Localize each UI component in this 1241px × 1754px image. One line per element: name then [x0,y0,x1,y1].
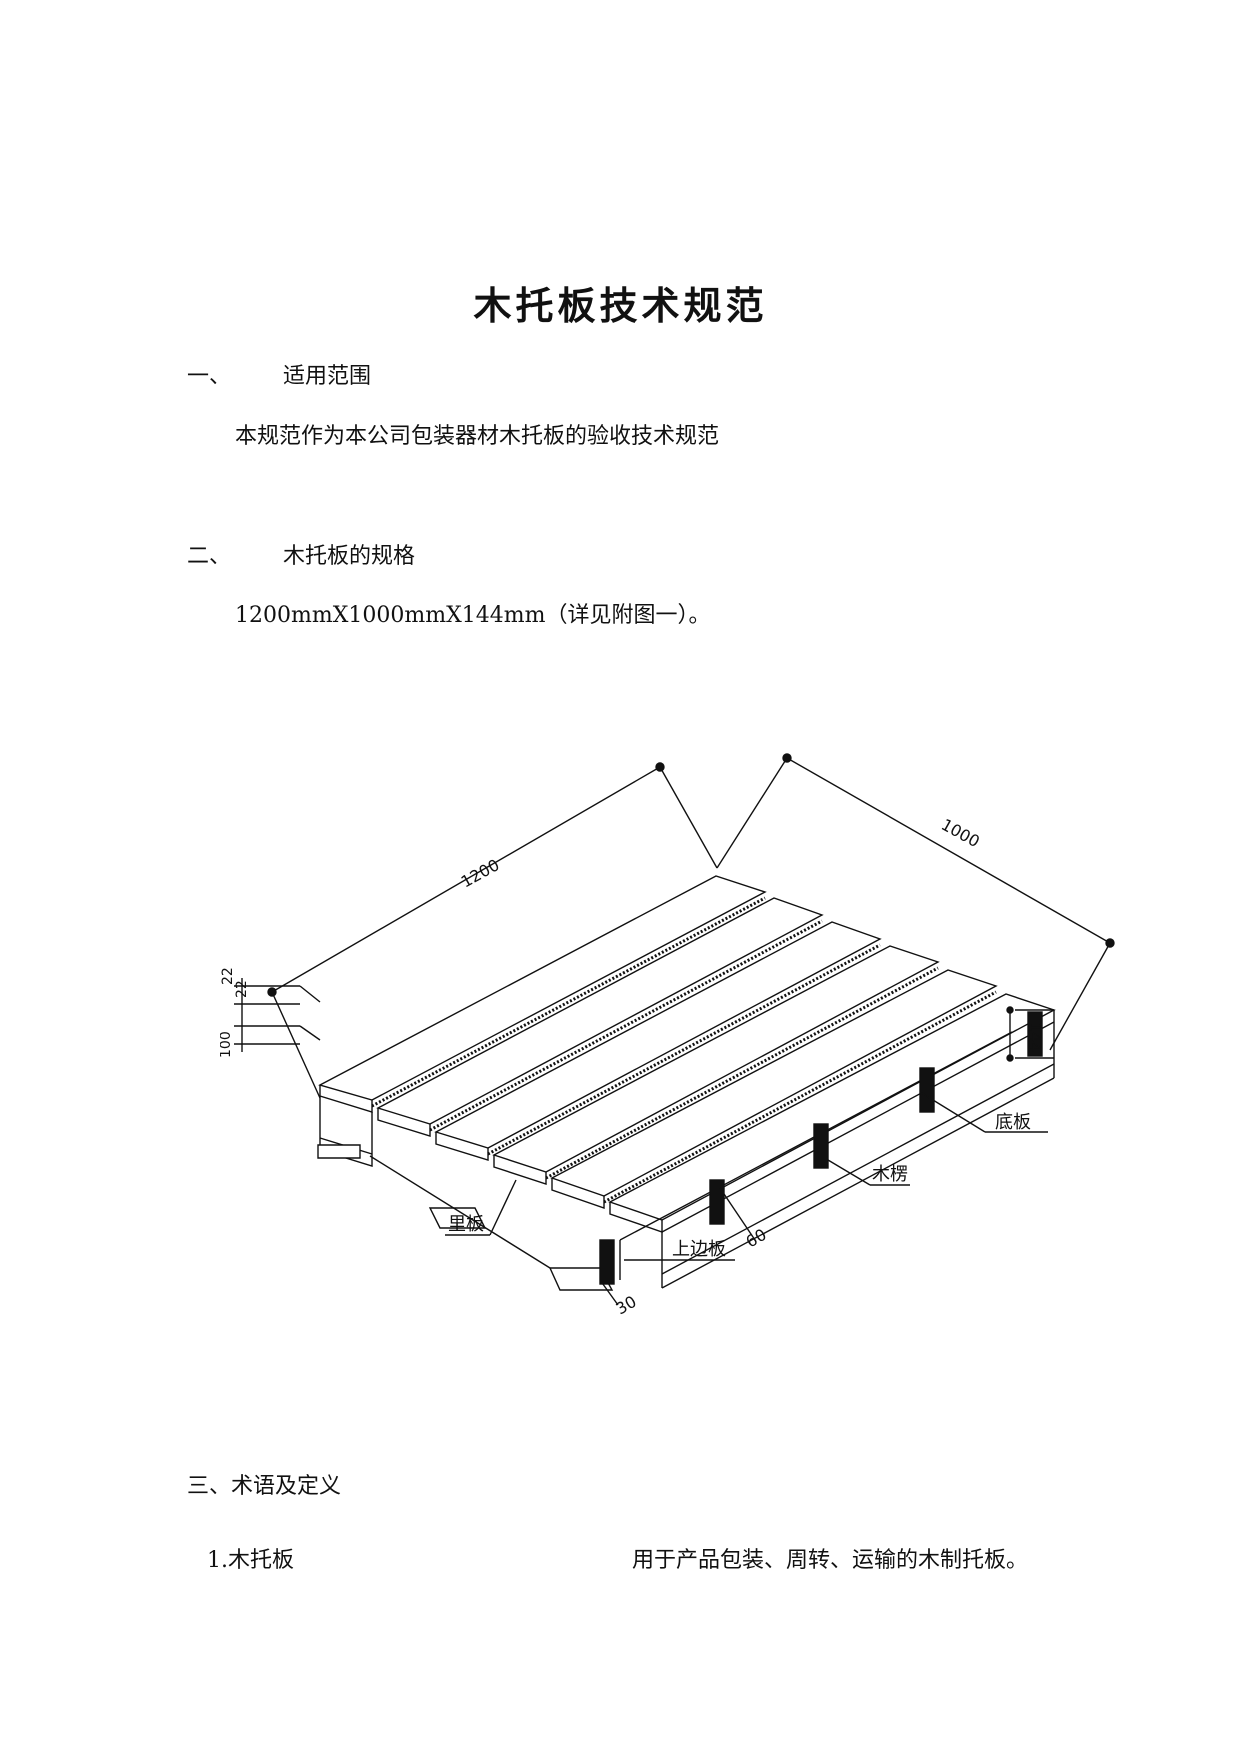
dim-length: 1200 [458,855,503,891]
label-block: 木楞 [872,1164,908,1185]
dim-width: 1000 [938,815,983,851]
section-2-body: 1200mmX1000mmX144mm（详见附图一）。 [235,603,711,628]
label-edge-board: 上边板 [672,1239,726,1260]
section-3-heading: 三、术语及定义 [187,1474,342,1499]
dim-board-bottom: 22 [234,980,250,998]
dim-block: 100 [220,1031,234,1058]
dim-edge: 30 [613,1292,640,1319]
section-label: 适用范围 [283,364,372,389]
pallet-drawing: 1200 1000 144 22 22 100 60 30 底板 木楞 里板 上… [220,753,1115,1319]
section-1-body: 本规范作为本公司包装器材木托板的验收技术规范 [235,424,720,449]
label-inner-board: 里板 [448,1214,484,1235]
term-name: 1.木托板 [207,1548,294,1573]
section-number: 二、 [187,544,232,569]
dim-height: 144 [1026,1022,1045,1053]
section-label: 木托板的规格 [283,544,416,569]
page-title: 木托板技术规范 [473,283,768,328]
section-number: 一、 [187,364,232,389]
label-bottom-board: 底板 [995,1112,1031,1133]
dim-board-top: 22 [220,967,236,985]
term-definition: 用于产品包装、周转、运输的木制托板。 [632,1548,1029,1573]
